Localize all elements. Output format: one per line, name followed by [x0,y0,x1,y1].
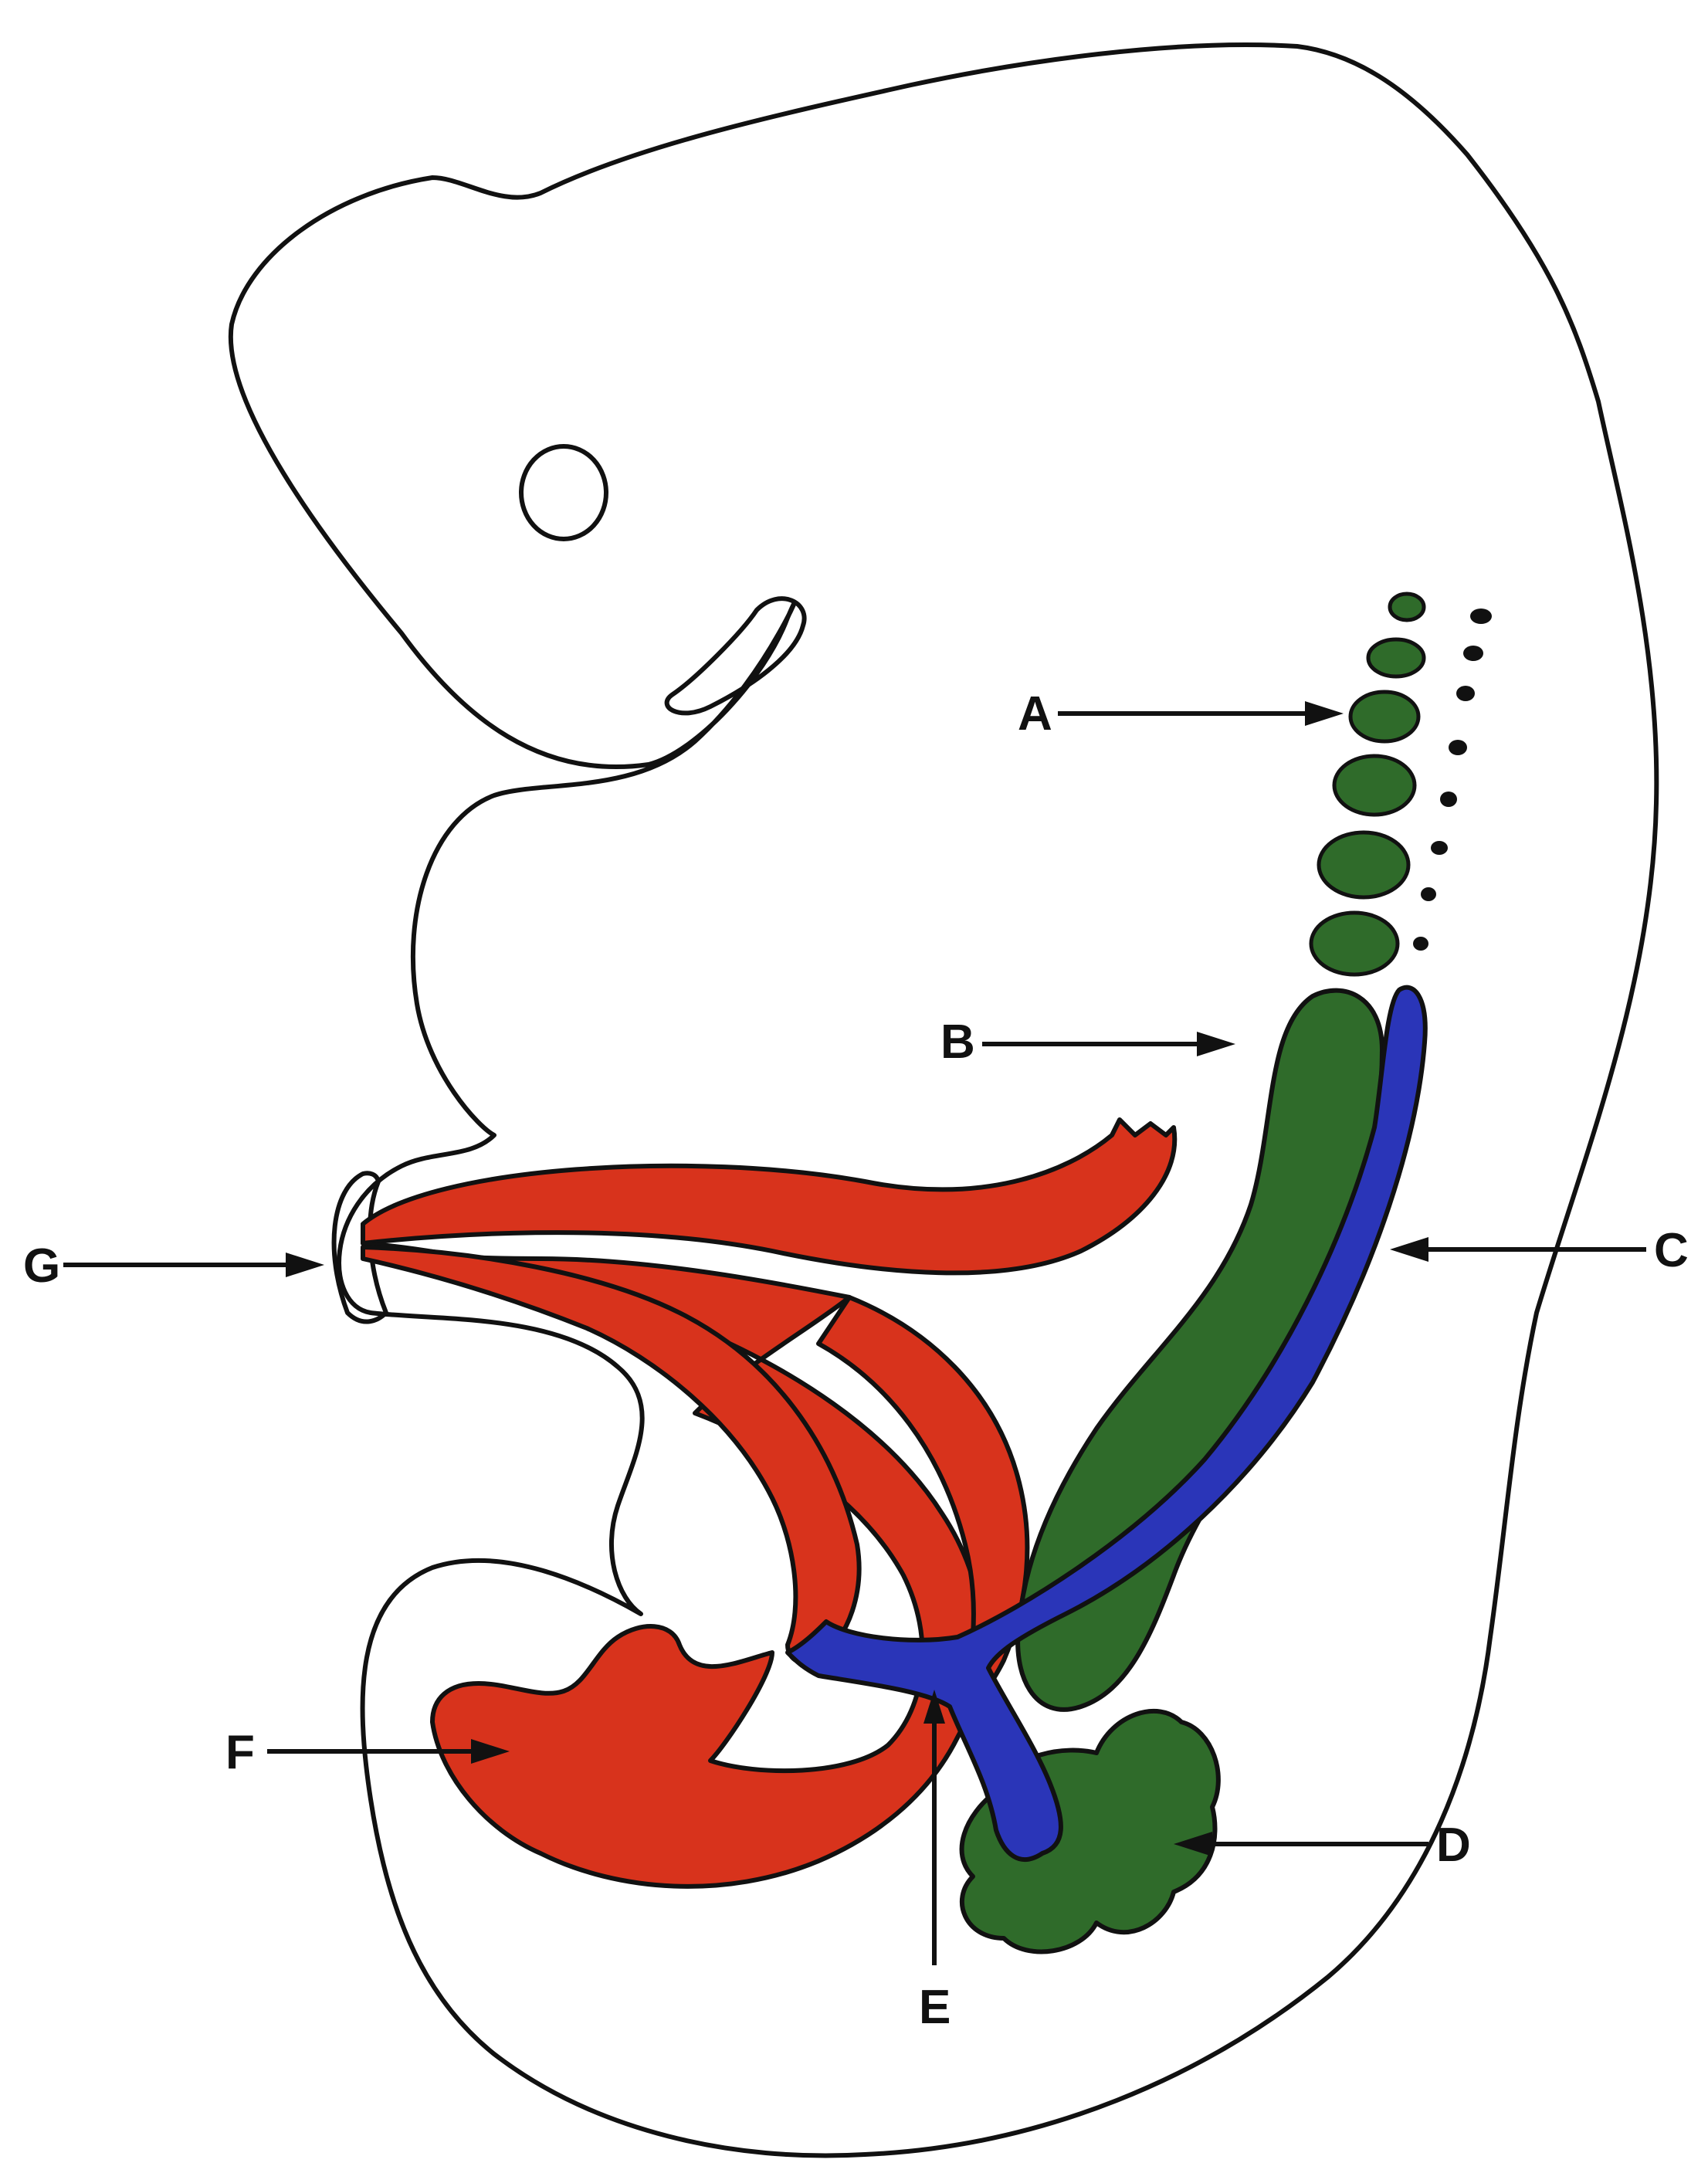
label-d: D [1436,1819,1471,1872]
label-f: F [225,1726,255,1779]
dot-2 [1463,646,1483,661]
somite-5 [1319,832,1408,897]
dot-1 [1470,609,1492,624]
label-c: C [1654,1224,1689,1277]
arrow-g-head [286,1253,324,1277]
arrow-a-head [1305,701,1344,726]
arrow-c-head [1390,1237,1428,1262]
label-a: A [1018,687,1052,741]
somite-3 [1350,692,1418,741]
dot-8 [1413,937,1428,951]
dot-5 [1440,792,1457,807]
somite-2 [1368,639,1424,676]
label-g: G [23,1239,60,1293]
dot-6 [1431,841,1448,855]
dot-4 [1449,740,1467,755]
eye-circle [521,446,606,539]
label-e: E [919,1981,951,2034]
somite-4 [1334,756,1415,815]
dot-3 [1456,686,1475,701]
arrow-b-head [1197,1032,1235,1056]
dot-7 [1421,887,1436,901]
somite-6 [1311,913,1398,975]
label-b: B [940,1015,975,1069]
somite-1 [1390,594,1424,620]
